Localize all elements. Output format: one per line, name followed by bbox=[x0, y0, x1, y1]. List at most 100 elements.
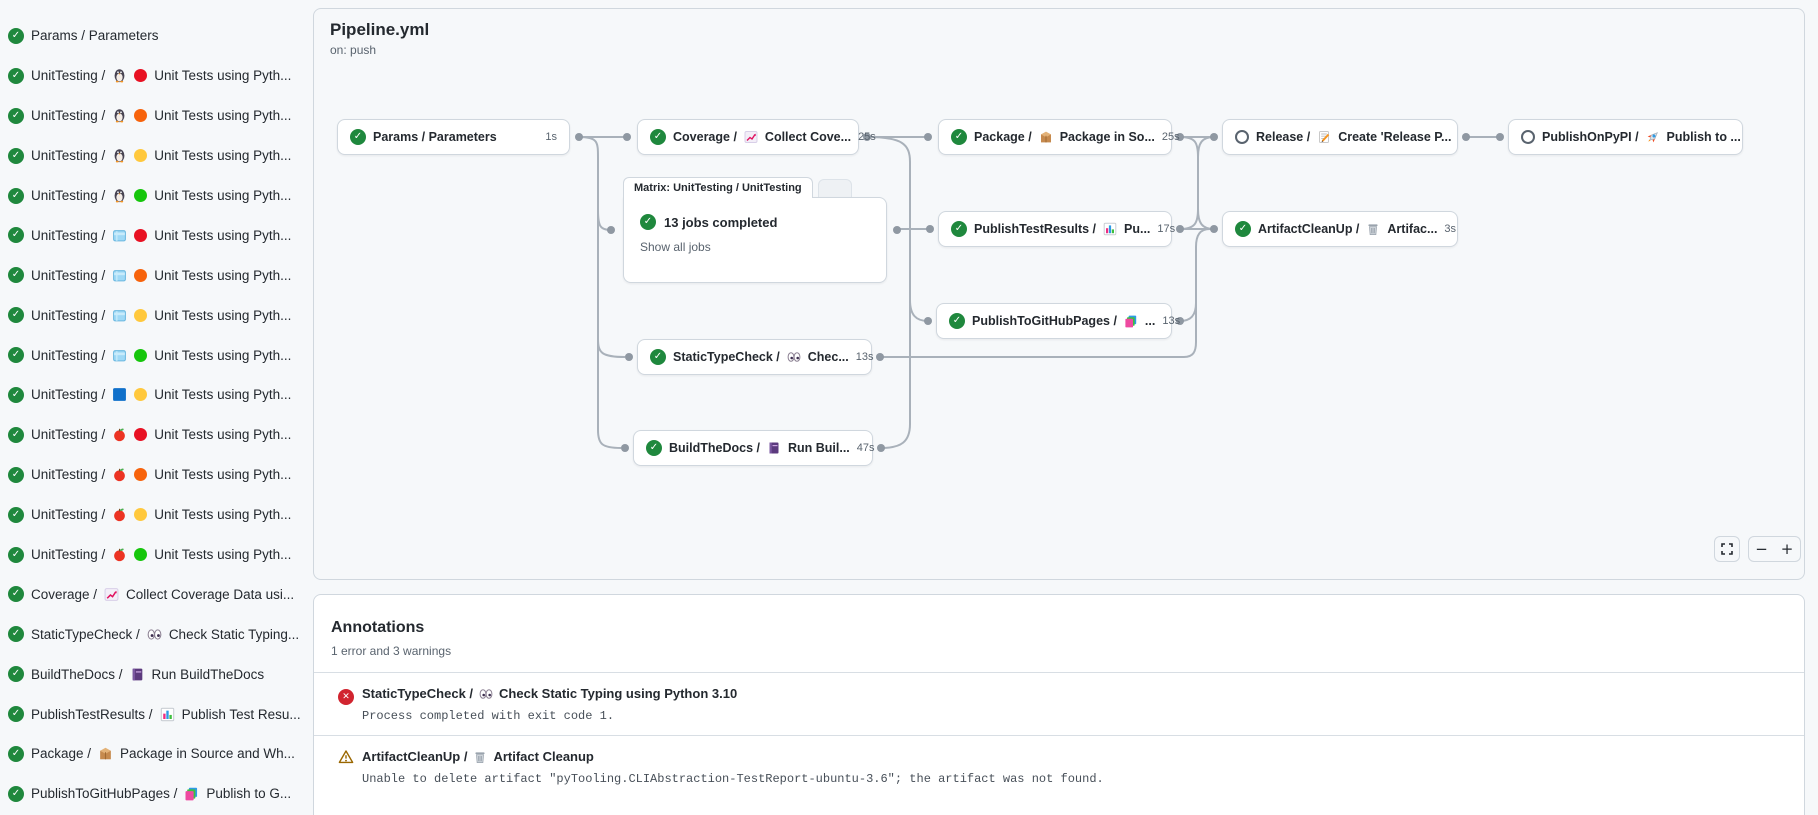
success-icon: ✓ bbox=[8, 67, 24, 84]
sidebar-job-item[interactable]: ✓UnitTesting /Unit Tests using Pyth... bbox=[0, 96, 308, 136]
package-icon bbox=[98, 746, 113, 761]
sidebar-job-item[interactable]: ✓Package /Package in Source and Wh... bbox=[0, 734, 308, 774]
job-step-name: Unit Tests using Pyth... bbox=[154, 507, 292, 523]
node-duration: 17s bbox=[1157, 223, 1176, 235]
success-icon: ✓ bbox=[8, 506, 24, 523]
workflow-node-statictypecheck[interactable]: ✓StaticTypeCheck /Chec...13s bbox=[637, 339, 874, 375]
apple-icon bbox=[112, 547, 127, 562]
wastebasket-icon bbox=[1366, 222, 1380, 236]
sidebar-job-item[interactable]: ✓StaticTypeCheck /Check Static Typing... bbox=[0, 614, 308, 654]
zoom-out-button[interactable]: − bbox=[1748, 536, 1775, 562]
fullscreen-button[interactable] bbox=[1714, 536, 1740, 562]
annotation-step-name: Artifact Cleanup bbox=[493, 749, 594, 764]
show-all-jobs-link[interactable]: Show all jobs bbox=[640, 240, 711, 254]
node-job-name: PublishOnPyPI / bbox=[1542, 130, 1639, 144]
job-step-name: Unit Tests using Pyth... bbox=[154, 467, 292, 483]
annotation-title-link[interactable]: StaticTypeCheck /Check Static Typing usi… bbox=[362, 686, 737, 701]
workflow-node-package[interactable]: ✓Package /Package in So...25s bbox=[938, 119, 1180, 155]
annotations-list: ✕StaticTypeCheck /Check Static Typing us… bbox=[314, 672, 1804, 798]
job-name: UnitTesting / bbox=[31, 148, 106, 164]
job-step-name: Publish Test Resu... bbox=[181, 706, 301, 722]
success-icon: ✓ bbox=[8, 347, 24, 364]
workflow-node-coverage[interactable]: ✓Coverage /Collect Cove...25s bbox=[637, 119, 876, 155]
node-job-name: Release / bbox=[1256, 130, 1311, 144]
job-name: UnitTesting / bbox=[31, 467, 106, 483]
job-step-name: Unit Tests using Pyth... bbox=[154, 267, 292, 283]
apple-icon bbox=[112, 507, 127, 522]
annotation-job-name: ArtifactCleanUp / bbox=[362, 749, 468, 764]
sidebar-job-item[interactable]: ✓ UnitTesting / Unit Tests using Pyth... bbox=[0, 495, 308, 535]
sidebar-job-item[interactable]: ✓PublishToGitHubPages /Publish to G... bbox=[0, 774, 308, 814]
sidebar-job-item[interactable]: ✓UnitTesting /Unit Tests using Pyth... bbox=[0, 176, 308, 216]
sidebar-job-item[interactable]: ✓ Params / Parameters bbox=[0, 16, 308, 56]
success-icon: ✓ bbox=[951, 221, 967, 237]
workflow-node-release[interactable]: Release /Create 'Release P... bbox=[1222, 119, 1458, 155]
chart-increasing-icon bbox=[744, 130, 758, 144]
job-name: UnitTesting / bbox=[31, 307, 106, 323]
penguin-icon bbox=[112, 108, 127, 123]
sidebar-job-item[interactable]: ✓UnitTesting /Unit Tests using Pyth... bbox=[0, 375, 308, 415]
node-duration: 1s bbox=[545, 131, 557, 143]
job-name: UnitTesting / bbox=[31, 347, 106, 363]
version-dot-icon bbox=[134, 508, 148, 522]
success-icon: ✓ bbox=[8, 27, 24, 44]
sidebar-job-item[interactable]: ✓UnitTesting /Unit Tests using Pyth... bbox=[0, 335, 308, 375]
sidebar-job-item[interactable]: ✓UnitTesting /Unit Tests using Pyth... bbox=[0, 215, 308, 255]
sidebar-job-item[interactable]: ✓PublishTestResults /Publish Test Resu..… bbox=[0, 694, 308, 734]
workflow-node-buildthedocs[interactable]: ✓BuildTheDocs /Run Buil...47s bbox=[633, 430, 875, 466]
node-step-name: Package in So... bbox=[1059, 130, 1155, 144]
workflow-node-publishtogithubpages[interactable]: ✓PublishToGitHubPages /...13s bbox=[936, 303, 1180, 339]
sidebar-job-item[interactable]: ✓UnitTesting /Unit Tests using Pyth... bbox=[0, 295, 308, 335]
matrix-stacked-card bbox=[818, 179, 852, 199]
sidebar-job-item[interactable]: ✓ UnitTesting / Unit Tests using Pyth... bbox=[0, 455, 308, 495]
job-name: UnitTesting / bbox=[31, 507, 106, 523]
job-name: BuildTheDocs / bbox=[31, 666, 123, 682]
matrix-card[interactable]: ✓ 13 jobs completed Show all jobs bbox=[623, 197, 887, 283]
package-icon bbox=[1039, 130, 1053, 144]
penguin-icon bbox=[112, 68, 127, 83]
version-dot-icon bbox=[134, 468, 148, 482]
annotations-header: Annotations 1 error and 3 warnings bbox=[314, 595, 1804, 672]
success-icon: ✓ bbox=[8, 466, 24, 483]
books-icon bbox=[184, 786, 199, 801]
success-icon: ✓ bbox=[8, 426, 24, 443]
chart-increasing-icon bbox=[104, 587, 119, 602]
job-name: UnitTesting / bbox=[31, 387, 106, 403]
node-step-name: Run Buil... bbox=[787, 441, 850, 455]
job-name: UnitTesting / bbox=[31, 267, 106, 283]
sidebar-job-item[interactable]: ✓BuildTheDocs /Run BuildTheDocs bbox=[0, 654, 308, 694]
job-step-name: Unit Tests using Pyth... bbox=[154, 148, 292, 164]
node-job-name: StaticTypeCheck / bbox=[673, 350, 780, 364]
job-name: Params / Parameters bbox=[31, 28, 159, 44]
node-job-name: ArtifactCleanUp / bbox=[1258, 222, 1360, 236]
workflow-node-publishtestresults[interactable]: ✓PublishTestResults /Pu...17s bbox=[938, 211, 1176, 247]
job-name: UnitTesting / bbox=[31, 227, 106, 243]
sidebar-job-item[interactable]: ✓UnitTesting /Unit Tests using Pyth... bbox=[0, 255, 308, 295]
ice-cube-icon bbox=[112, 268, 127, 283]
workflow-node-publishonpypi[interactable]: PublishOnPyPI /Publish to ... bbox=[1508, 119, 1743, 155]
sidebar-job-item[interactable]: ✓Coverage /Collect Coverage Data usi... bbox=[0, 574, 308, 614]
sidebar-job-item[interactable]: ✓UnitTesting /Unit Tests using Pyth... bbox=[0, 415, 308, 455]
sidebar-job-item[interactable]: ✓UnitTesting /Unit Tests using Pyth... bbox=[0, 56, 308, 96]
annotations-panel: Annotations 1 error and 3 warnings ✕Stat… bbox=[313, 594, 1805, 815]
version-dot-icon bbox=[134, 548, 148, 562]
sidebar-job-item[interactable]: ✓UnitTesting /Unit Tests using Pyth... bbox=[0, 535, 308, 575]
version-dot-icon bbox=[134, 308, 148, 322]
annotation-title-link[interactable]: ArtifactCleanUp / Artifact Cleanup bbox=[362, 749, 1104, 764]
minus-icon: − bbox=[1755, 540, 1768, 558]
node-duration: 25s bbox=[858, 131, 876, 143]
sidebar-job-item[interactable]: ✓UnitTesting /Unit Tests using Pyth... bbox=[0, 136, 308, 176]
skipped-icon bbox=[1521, 130, 1535, 144]
job-step-name: Unit Tests using Pyth... bbox=[154, 307, 292, 323]
zoom-in-button[interactable]: + bbox=[1774, 536, 1801, 562]
workflow-node-artifactcleanup[interactable]: ✓ArtifactCleanUp /Artifac...3s bbox=[1222, 211, 1458, 247]
penguin-icon bbox=[112, 148, 127, 163]
workflow-file-title: Pipeline.yml bbox=[330, 20, 430, 39]
penguin-icon bbox=[112, 188, 127, 203]
node-step-name: Pu... bbox=[1124, 222, 1151, 236]
job-step-name: Unit Tests using Pyth... bbox=[154, 108, 292, 124]
annotations-summary: 1 error and 3 warnings bbox=[331, 644, 452, 658]
